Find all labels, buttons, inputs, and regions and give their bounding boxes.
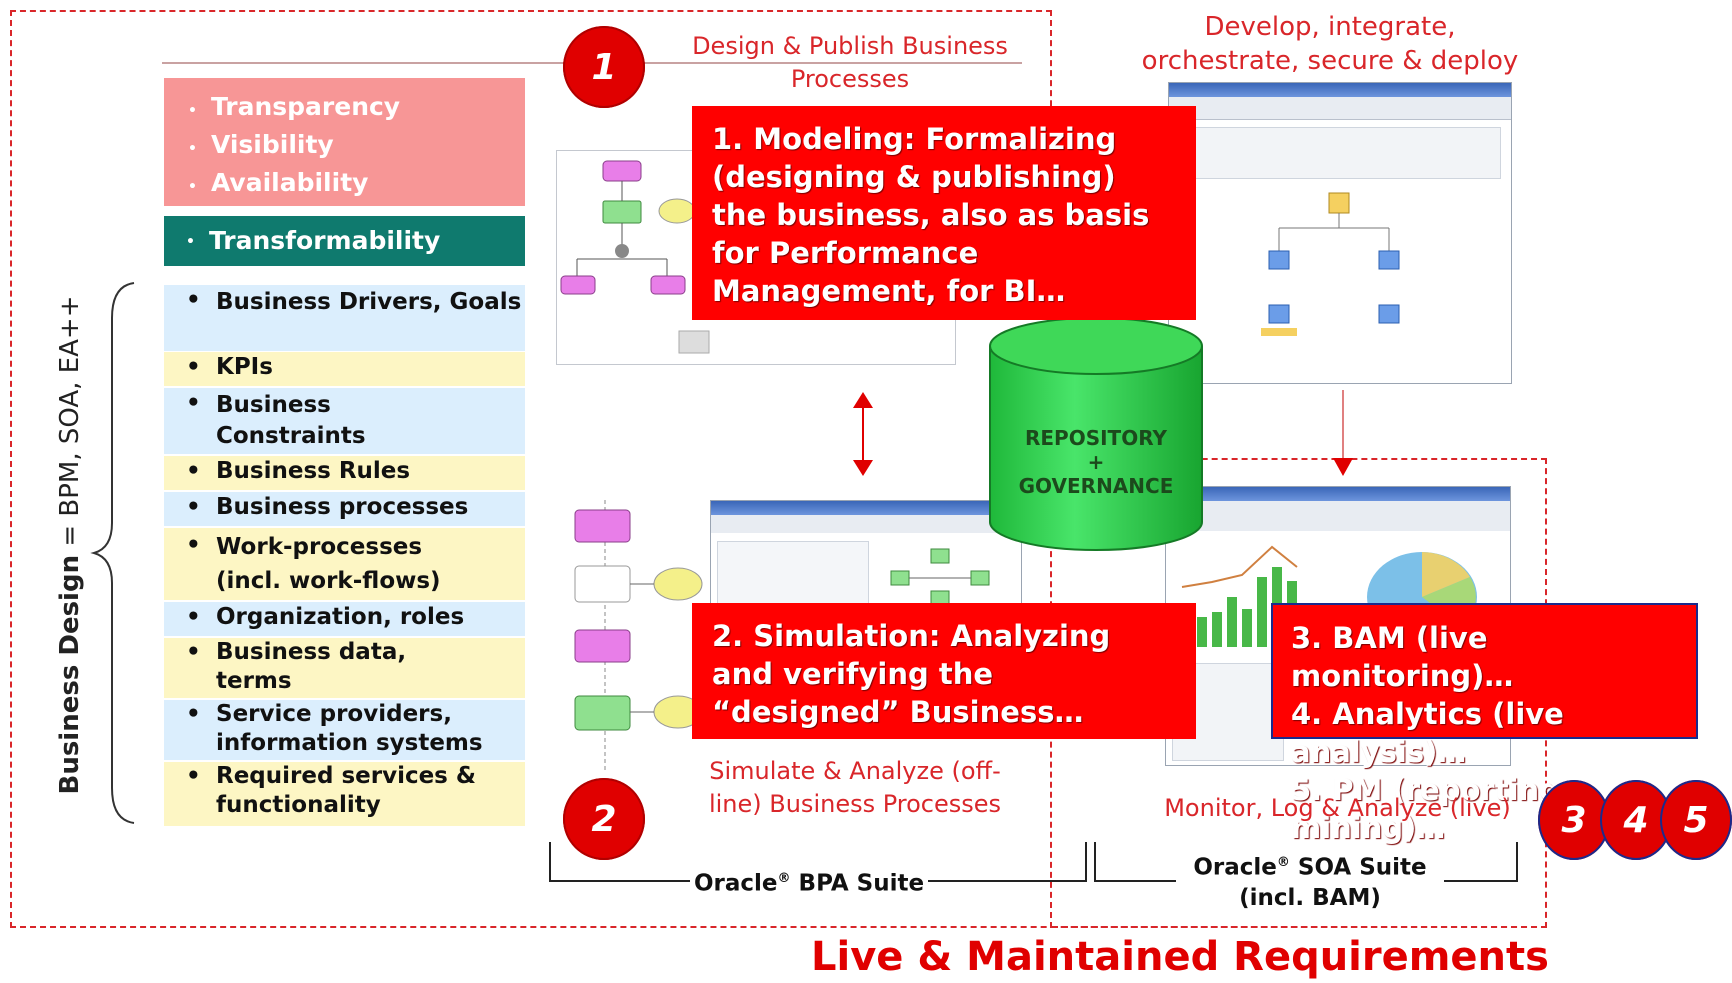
bd-item-data: Business data, terms bbox=[164, 638, 525, 698]
process-model-graphic bbox=[560, 160, 710, 354]
bpa-suite-label: Oracle® BPA Suite bbox=[690, 864, 929, 899]
simulate-caption: Simulate & Analyze (off-line) Business P… bbox=[708, 757, 1002, 818]
simulate-sync-arrow bbox=[853, 392, 873, 476]
bd-item-processes: Business processes bbox=[164, 492, 525, 526]
design-caption: Design & Publish Business Processes bbox=[692, 32, 1008, 93]
bd-item-rules: Business Rules bbox=[164, 456, 525, 490]
bd-item-organization: Organization, roles bbox=[164, 602, 525, 636]
quality-item: •Transparency •Visibility •Availability bbox=[188, 92, 401, 197]
modeling-callout: 1. Modeling: Formalizing (designing & pu… bbox=[692, 106, 1196, 320]
bd-item-providers: Service providers, information systems bbox=[164, 700, 525, 760]
quality-availability: Availability bbox=[210, 168, 369, 197]
bd-item-services: Required services & functionality bbox=[164, 762, 525, 826]
deploy-arrow bbox=[1333, 390, 1353, 476]
soa-suite-label: Oracle® SOA Suite (incl. BAM) bbox=[1176, 848, 1444, 913]
step-3-badge: 3 bbox=[1538, 780, 1610, 860]
live-callout-line-1: 3. BAM (live monitoring)… bbox=[1291, 621, 1514, 693]
live-callout: 3. BAM (live monitoring)… 4. Analytics (… bbox=[1271, 603, 1698, 845]
bpel-console-screenshot bbox=[1168, 82, 1512, 384]
live-callout-line-3: 5. PM (reporting, mining)… bbox=[1291, 773, 1571, 845]
quality-transparency: Transparency bbox=[210, 92, 401, 121]
region-bottom-line bbox=[10, 926, 1547, 928]
footer-title: Live & Maintained Requirements bbox=[811, 934, 1549, 980]
quality-box: •Transparency •Visibility •Availability bbox=[164, 78, 525, 206]
transformability-label: Transformability bbox=[208, 226, 441, 255]
bd-item-workprocesses: Work-processes (incl. work-flows) bbox=[164, 528, 525, 600]
bd-item-constraints: Business Constraints bbox=[164, 388, 525, 454]
develop-caption: Develop, integrate, orchestrate, secure … bbox=[1141, 12, 1519, 76]
repository-label: REPOSITORY + GOVERNANCE bbox=[1018, 426, 1174, 498]
repository-cylinder bbox=[989, 317, 1203, 551]
step-5-badge: 5 bbox=[1660, 780, 1732, 860]
step-2-badge: 2 bbox=[563, 778, 645, 860]
bd-item-kpis: KPIs bbox=[164, 352, 525, 386]
bd-item-drivers: Business Drivers, Goals bbox=[164, 285, 525, 351]
simulation-model-graphic bbox=[560, 500, 710, 770]
left-brace bbox=[90, 282, 135, 824]
quality-visibility: Visibility bbox=[210, 130, 334, 159]
transformability-bar: •Transformability bbox=[164, 216, 525, 266]
step-1-badge: 1 bbox=[563, 26, 645, 108]
live-callout-line-2: 4. Analytics (live analysis)… bbox=[1291, 697, 1564, 769]
simulation-callout: 2. Simulation: Analyzing and verifying t… bbox=[692, 603, 1196, 739]
monitor-caption: Monitor, Log & Analyze (live) bbox=[1164, 794, 1511, 822]
